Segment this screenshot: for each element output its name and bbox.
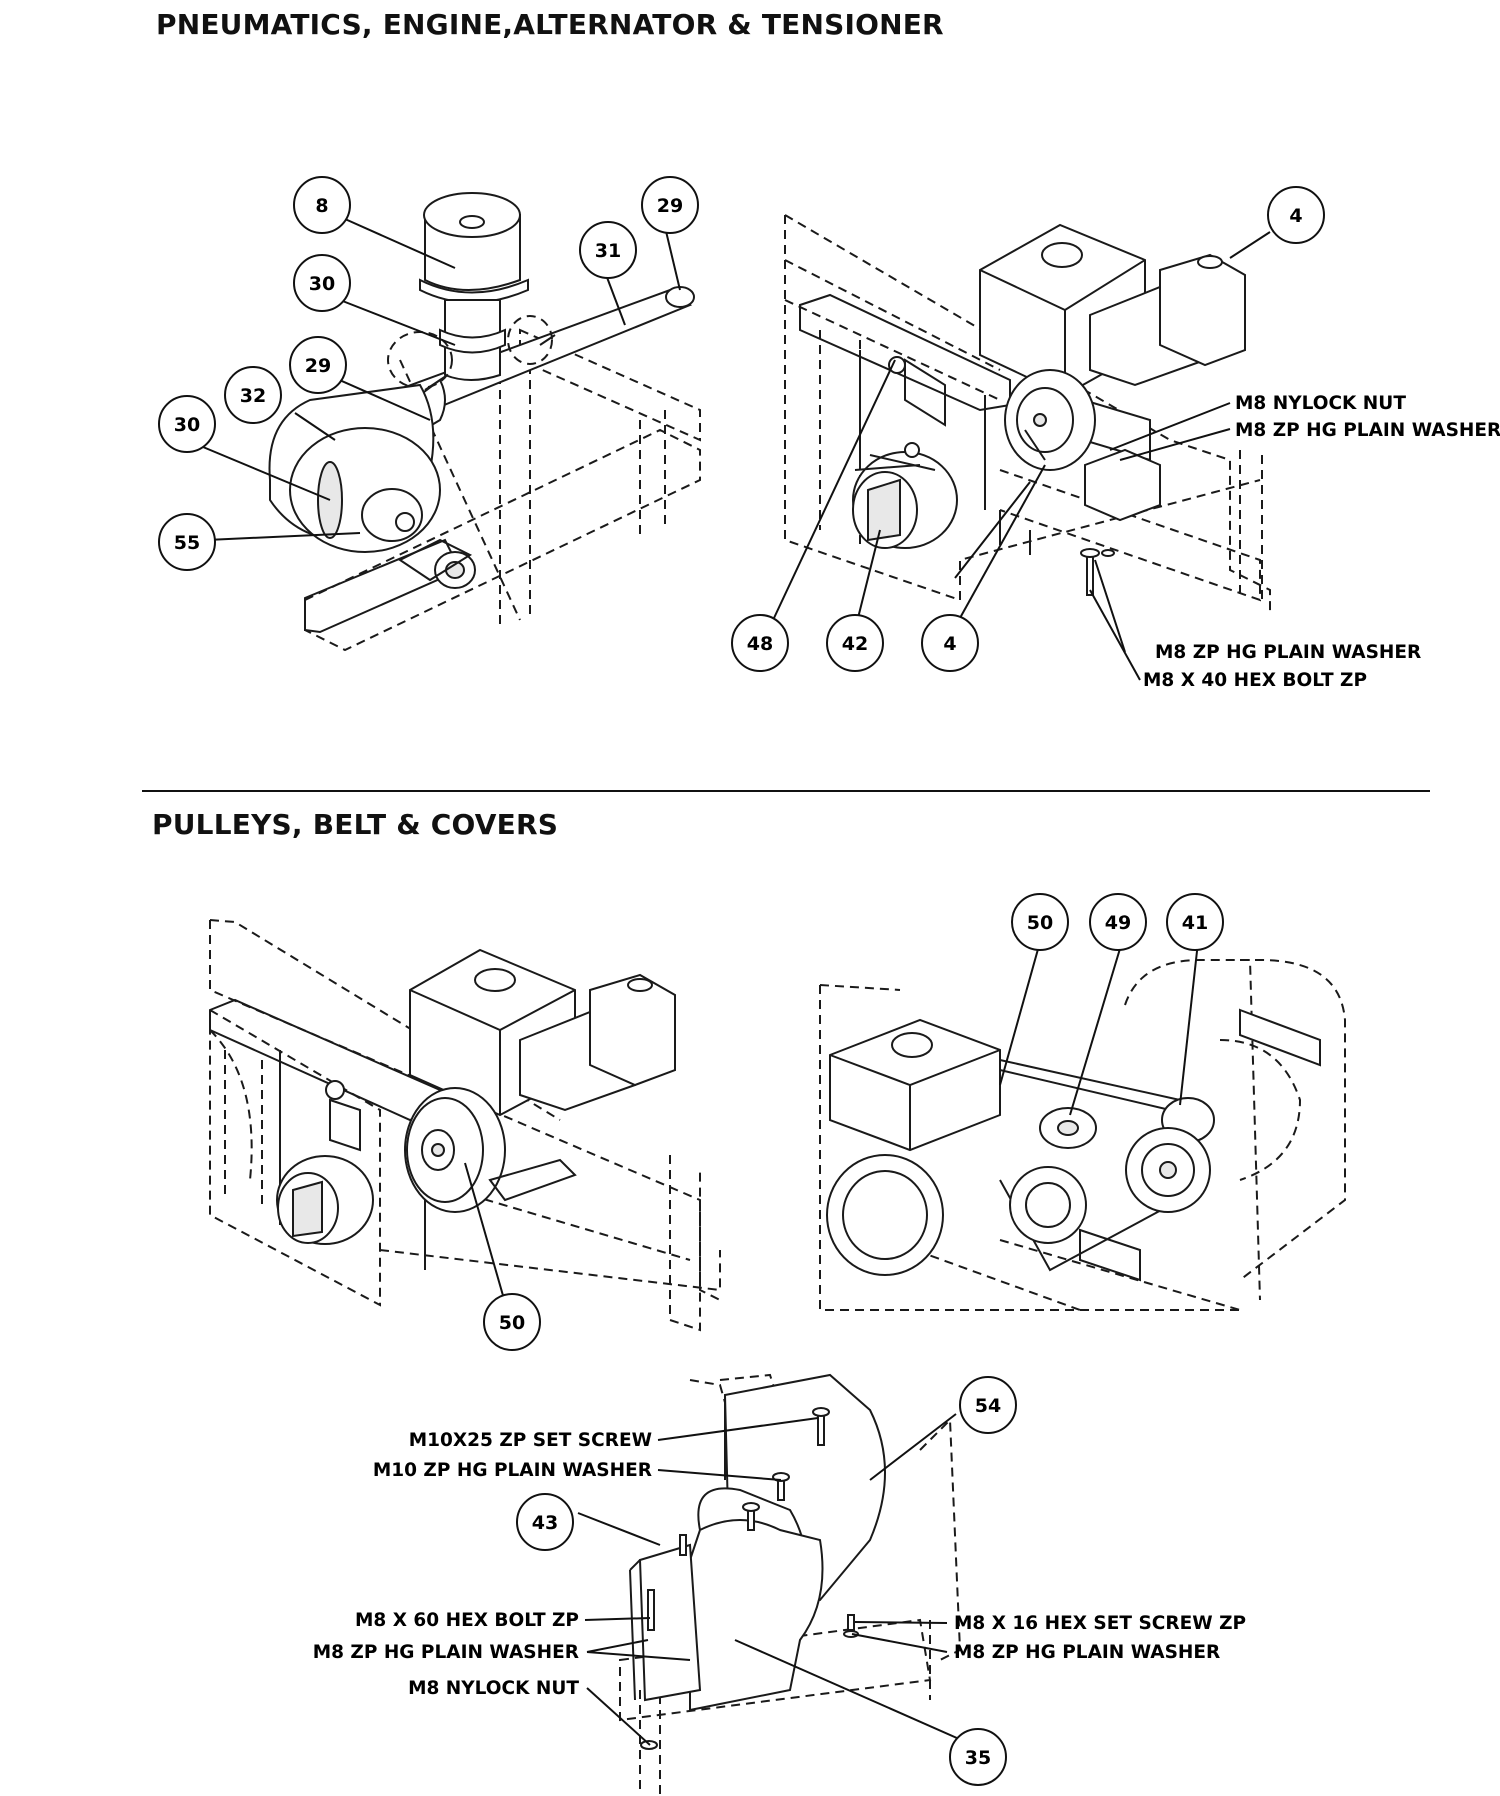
callout-35: 35 xyxy=(949,1728,1007,1786)
callout-32: 32 xyxy=(224,366,282,424)
callout-50: 50 xyxy=(483,1293,541,1351)
svg-text:4: 4 xyxy=(943,633,956,655)
callout-30: 30 xyxy=(158,395,216,453)
label-m8-plain-washer: M8 ZP HG PLAIN WASHER xyxy=(1235,420,1500,441)
callout-49: 49 xyxy=(1089,893,1147,951)
callout-29: 29 xyxy=(289,336,347,394)
label-m10-plain-washer: M10 ZP HG PLAIN WASHER xyxy=(373,1460,652,1481)
svg-text:48: 48 xyxy=(747,633,773,655)
callout-43: 43 xyxy=(516,1493,574,1551)
svg-text:29: 29 xyxy=(305,355,331,377)
callout-48: 48 xyxy=(731,614,789,672)
callout-8: 8 xyxy=(293,176,351,234)
label-m8-nylock-nut: M8 NYLOCK NUT xyxy=(408,1678,579,1699)
air-filter-blower-icon xyxy=(268,192,701,652)
svg-text:55: 55 xyxy=(174,532,200,554)
svg-text:30: 30 xyxy=(174,414,200,436)
svg-text:35: 35 xyxy=(965,1747,991,1769)
svg-text:49: 49 xyxy=(1105,912,1131,934)
callout-4: 4 xyxy=(921,614,979,672)
svg-text:50: 50 xyxy=(499,1312,525,1334)
belt-cover-icon xyxy=(619,1373,962,1795)
svg-text:41: 41 xyxy=(1182,912,1208,934)
svg-text:43: 43 xyxy=(532,1512,558,1534)
callout-31: 31 xyxy=(579,221,637,279)
svg-text:42: 42 xyxy=(842,633,868,655)
svg-text:54: 54 xyxy=(975,1395,1001,1417)
callout-55: 55 xyxy=(158,513,216,571)
label-m8-plain-washer: M8 ZP HG PLAIN WASHER xyxy=(954,1642,1220,1663)
engine-pulley-icon xyxy=(209,919,721,1332)
svg-text:29: 29 xyxy=(657,195,683,217)
label-m8-plain-washer: M8 ZP HG PLAIN WASHER xyxy=(313,1642,579,1663)
label-m8-plain-washer: M8 ZP HG PLAIN WASHER xyxy=(1155,642,1421,663)
section-title-pneumatics: PNEUMATICS, ENGINE,ALTERNATOR & TENSIONE… xyxy=(156,8,944,41)
label-m8x40-hex-bolt: M8 X 40 HEX BOLT ZP xyxy=(1143,670,1367,691)
callout-50: 50 xyxy=(1011,893,1069,951)
label-m8x16-hex-set-screw: M8 X 16 HEX SET SCREW ZP xyxy=(954,1613,1246,1634)
engine-alternator-icon xyxy=(784,214,1271,615)
callout-29: 29 xyxy=(641,176,699,234)
callout-4: 4 xyxy=(1267,186,1325,244)
label-m10x25-set-screw: M10X25 ZP SET SCREW xyxy=(409,1430,652,1451)
callout-54: 54 xyxy=(959,1376,1017,1434)
callout-42: 42 xyxy=(826,614,884,672)
section-title-pulleys: PULLEYS, BELT & COVERS xyxy=(152,808,559,841)
label-m8-nylock-nut: M8 NYLOCK NUT xyxy=(1235,393,1406,414)
callout-41: 41 xyxy=(1166,893,1224,951)
svg-text:50: 50 xyxy=(1027,912,1053,934)
leader-lines xyxy=(202,218,1271,1747)
svg-text:8: 8 xyxy=(315,195,328,217)
callout-30: 30 xyxy=(293,254,351,312)
svg-text:30: 30 xyxy=(309,273,335,295)
belt-drive-icon xyxy=(819,959,1346,1311)
label-m8x60-hex-bolt: M8 X 60 HEX BOLT ZP xyxy=(355,1610,579,1631)
svg-text:32: 32 xyxy=(240,385,266,407)
svg-text:31: 31 xyxy=(595,240,621,262)
svg-text:4: 4 xyxy=(1289,205,1302,227)
section-divider xyxy=(142,790,1430,792)
